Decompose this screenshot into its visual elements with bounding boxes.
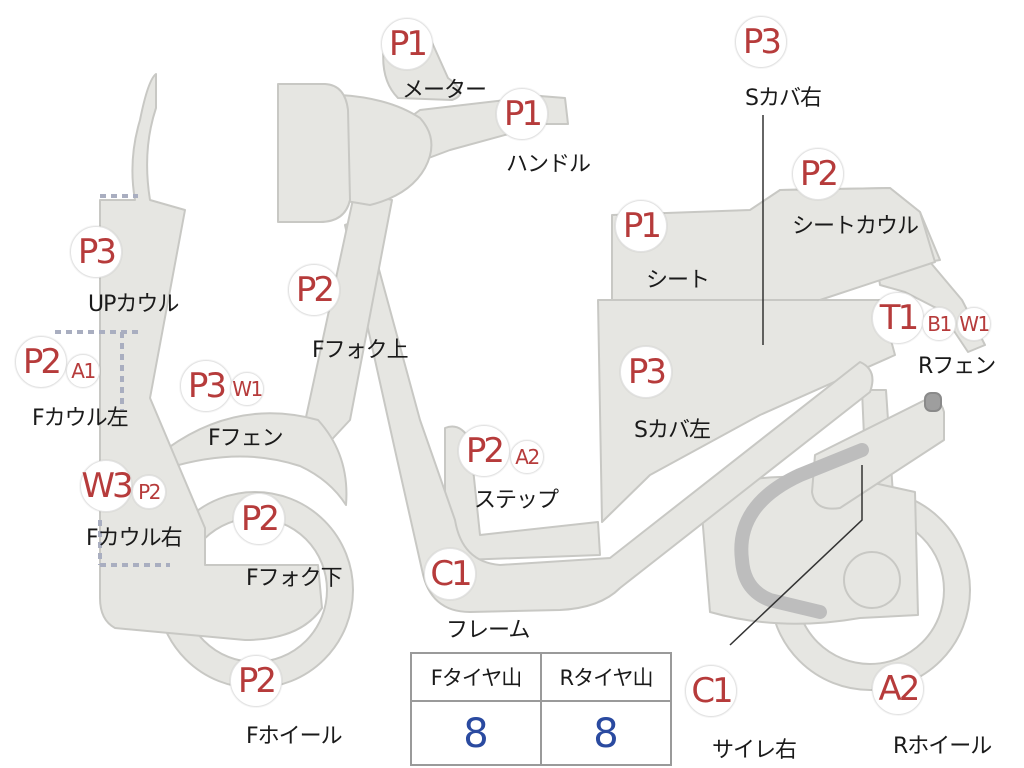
code-badge: P2 (288, 264, 340, 316)
code-badge: C1 (424, 548, 476, 600)
code-badge: A2 (872, 663, 924, 715)
code-badge: P1 (381, 18, 433, 70)
part-label: Fホイール (246, 724, 343, 749)
part-label: サイレ右 (712, 738, 797, 763)
seat-shape (611, 187, 936, 301)
code-badge: T1 (872, 292, 924, 344)
code-badge: P2 (15, 336, 67, 388)
code-badge: W1 (230, 372, 264, 406)
code-badge: W3 (80, 460, 134, 512)
part-label: Sカバ左 (634, 418, 711, 443)
code-badge: P2 (230, 655, 282, 707)
code-badge: P2 (458, 425, 510, 477)
muffler-cap (924, 392, 942, 412)
leader-muffler-r (729, 465, 863, 646)
part-label: メーター (402, 78, 487, 103)
headlight-shape (277, 83, 351, 223)
part-label: ステップ (474, 488, 559, 513)
code-badge: P2 (792, 148, 844, 200)
code-badge: P3 (180, 360, 232, 412)
frame-shape (344, 217, 874, 613)
part-label: Rホイール (893, 734, 992, 759)
code-badge: P3 (70, 226, 122, 278)
code-badge: P1 (496, 88, 548, 140)
engine-hub (843, 551, 901, 609)
tread-header-row: Fタイヤ山 Rタイヤ山 (412, 654, 670, 702)
rear-tread-header: Rタイヤ山 (540, 654, 670, 700)
code-badge: A2 (510, 440, 544, 474)
code-badge: P2 (132, 475, 166, 509)
code-badge: P3 (735, 16, 787, 68)
rear-tread-value: 8 (540, 702, 670, 766)
part-label: シートカウル (792, 214, 919, 239)
code-badge: W1 (957, 307, 991, 341)
exhaust-pipe-shape (734, 443, 869, 619)
part-label: Fフォク下 (246, 566, 343, 591)
code-badge: P2 (233, 493, 285, 545)
code-badge: P1 (615, 200, 667, 252)
part-label: UPカウル (88, 292, 179, 317)
part-label: Fカウル左 (32, 406, 129, 431)
part-label: Fフォク上 (312, 338, 409, 363)
part-label: シート (646, 268, 710, 293)
code-badge: A1 (66, 354, 100, 388)
part-label: Rフェン (918, 354, 996, 379)
front-fender-shape (167, 412, 348, 506)
headstock-shape (339, 94, 433, 206)
tire-tread-table: Fタイヤ山 Rタイヤ山 8 8 (410, 652, 672, 766)
part-label: フレーム (446, 618, 530, 643)
tread-value-row: 8 8 (412, 702, 670, 766)
front-tread-header: Fタイヤ山 (430, 666, 522, 690)
part-label: Fカウル右 (86, 526, 183, 551)
code-badge: B1 (922, 307, 956, 341)
part-label: ハンドル (506, 152, 591, 177)
code-badge: C1 (685, 665, 737, 717)
part-label: Sカバ右 (745, 86, 822, 111)
code-badge: P3 (620, 346, 672, 398)
part-label: Fフェン (208, 426, 284, 451)
front-tread-value: 8 (463, 711, 489, 757)
